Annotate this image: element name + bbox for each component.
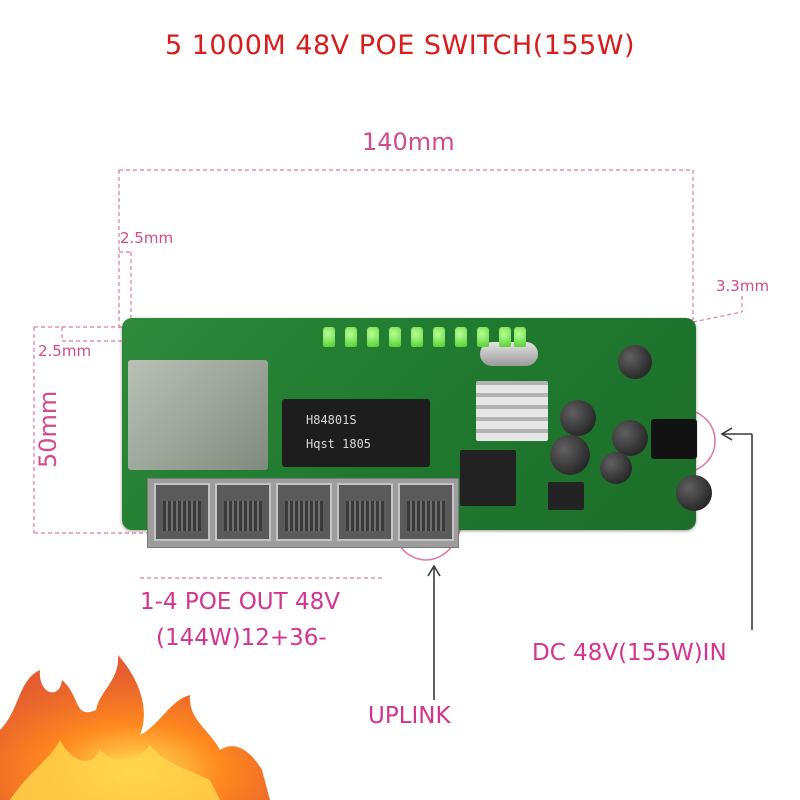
flame-decoration <box>0 655 270 800</box>
rj45-port <box>337 483 393 541</box>
product-title: 5 1000M 48V POE SWITCH(155W) <box>164 30 636 61</box>
chip-brand: Hqst 1805 <box>306 437 372 451</box>
status-led <box>345 327 357 347</box>
port-pins <box>346 501 384 531</box>
port-pins <box>163 501 201 531</box>
port-pins <box>407 501 445 531</box>
rj45-port-block <box>147 478 459 548</box>
offset-left-dimension: 2.5mm <box>38 342 92 360</box>
height-dimension: 50mm <box>34 390 62 468</box>
capacitor <box>550 435 590 475</box>
rj45-port <box>215 483 271 541</box>
capacitor <box>600 452 632 484</box>
offset-top-left-dimension: 2.5mm <box>120 229 174 247</box>
transformer-module <box>128 360 268 470</box>
rj45-port <box>154 483 210 541</box>
rj45-port-uplink <box>398 483 454 541</box>
status-led <box>367 327 379 347</box>
dc-input-label: DC 48V(155W)IN <box>532 640 727 666</box>
power-ic <box>460 450 516 506</box>
status-led <box>514 327 526 347</box>
rj45-port <box>276 483 332 541</box>
status-led <box>389 327 401 347</box>
status-led <box>499 327 511 347</box>
port-pins <box>224 501 262 531</box>
status-led <box>323 327 335 347</box>
status-led <box>477 327 489 347</box>
capacitor <box>618 345 652 379</box>
network-transformer-chip: H84801S Hqst 1805 <box>282 399 430 467</box>
heatsink <box>476 381 548 441</box>
port-pins <box>285 501 323 531</box>
width-dimension: 140mm <box>362 128 455 156</box>
capacitor <box>676 475 712 511</box>
status-led <box>411 327 423 347</box>
dc-power-jack <box>651 419 697 459</box>
regulator-ic <box>548 482 584 510</box>
capacitor <box>612 420 648 456</box>
poe-power-label: (144W)12+36- <box>156 625 327 651</box>
status-led <box>455 327 467 347</box>
capacitor <box>560 400 596 436</box>
poe-out-label: 1-4 POE OUT 48V <box>140 589 340 615</box>
chip-part-number: H84801S <box>306 413 357 427</box>
uplink-label: UPLINK <box>368 703 451 729</box>
status-led <box>433 327 445 347</box>
offset-top-right-dimension: 3.3mm <box>716 277 770 295</box>
